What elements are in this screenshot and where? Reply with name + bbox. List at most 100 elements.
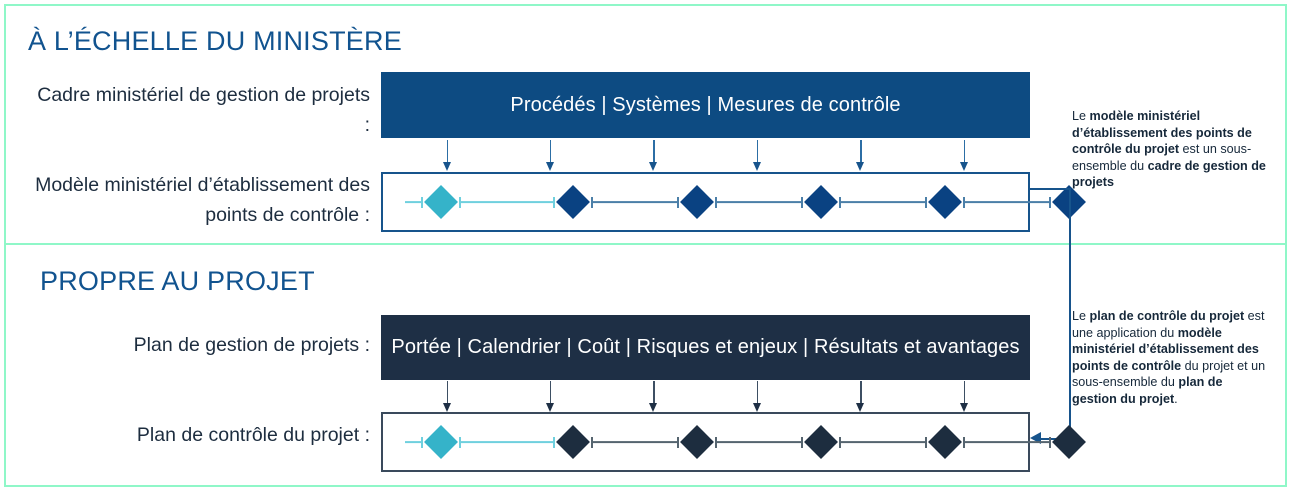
milestone-diamond-teal [424, 425, 458, 459]
milestone-diamond-navy [556, 425, 590, 459]
milestone-diamond-blue [928, 185, 962, 219]
down-arrow-icon [856, 381, 865, 412]
arrow-head [959, 403, 968, 412]
connector-line [963, 201, 1051, 203]
arrow-head [856, 162, 865, 171]
milestone-box-bottom [381, 412, 1086, 472]
milestone-track-bottom [383, 414, 1086, 470]
elbow-segment-top [1030, 188, 1071, 190]
arrow-shaft [446, 381, 449, 405]
section-divider [6, 243, 1285, 245]
connector-cap-right [553, 436, 555, 448]
arrow-shaft [653, 140, 655, 164]
arrow-head [649, 162, 658, 171]
connector-line [839, 201, 927, 203]
connector-cap-right [925, 436, 927, 448]
connector-cap-right [925, 196, 927, 208]
arrow-head [752, 162, 761, 171]
arrow-head [442, 403, 451, 412]
note-segment-3: cadre de gestion de projets [1072, 158, 1266, 190]
milestone-diamond-navy [804, 425, 838, 459]
note-segment-1: plan de contrôle du projet [1089, 309, 1245, 323]
connector-cap-left [459, 436, 461, 448]
arrow-head [442, 162, 451, 171]
note-segment-2: est une application du [1072, 309, 1265, 340]
arrow-shaft [549, 381, 552, 405]
arrow-head [545, 162, 554, 171]
milestone-connector [591, 196, 679, 208]
connector-cap-left [963, 196, 965, 208]
annotation-note-top: Le modèle ministériel d’établissement de… [1072, 108, 1268, 191]
arrow-head [856, 403, 865, 412]
milestone-diamond-navy [680, 425, 714, 459]
note-segment-1: modèle ministériel d’établissement des p… [1072, 109, 1252, 157]
elbow-connector [1030, 188, 1076, 444]
connector-cap-right [677, 196, 679, 208]
arrow-row-bottom [381, 381, 1030, 414]
connector-cap-right [421, 196, 423, 208]
banner-cadre-ministeriel: Procédés | Systèmes | Mesures de contrôl… [381, 72, 1030, 138]
milestone-diamond-blue [804, 185, 838, 219]
arrow-shaft [860, 140, 862, 164]
connector-cap-right [1049, 196, 1051, 208]
connector-line [405, 201, 423, 203]
milestone-connector [459, 436, 555, 448]
milestone-diamond-teal [424, 185, 458, 219]
connector-line [591, 441, 679, 443]
milestone-connector [839, 436, 927, 448]
arrow-head [959, 162, 968, 171]
milestone-diamond-blue [680, 185, 714, 219]
annotation-note-bottom: Le plan de contrôle du projet est une ap… [1072, 308, 1268, 408]
section-title-departmental: À L’ÉCHELLE DU MINISTÈRE [28, 26, 402, 56]
connector-cap-right [801, 196, 803, 208]
milestone-connector [839, 196, 927, 208]
arrow-shaft [860, 381, 862, 405]
down-arrow-icon [442, 140, 452, 171]
connector-cap-right [801, 436, 803, 448]
connector-cap-left [963, 436, 965, 448]
connector-line [715, 201, 803, 203]
connector-cap-left [591, 196, 593, 208]
connector-cap-right [677, 436, 679, 448]
connector-cap-left [459, 196, 461, 208]
note-segment-0: Le [1072, 309, 1090, 323]
down-arrow-icon [442, 381, 452, 412]
connector-line [591, 201, 679, 203]
milestone-connector [459, 196, 555, 208]
note-segment-2: est un sous-ensemble du [1072, 142, 1252, 173]
down-arrow-icon [752, 140, 762, 171]
arrow-shaft [756, 140, 759, 164]
milestone-connector [405, 196, 423, 208]
down-arrow-icon [856, 140, 865, 171]
note-segment-0: Le [1072, 109, 1090, 123]
connector-line [839, 441, 927, 443]
connector-line [459, 201, 555, 203]
note-segment-6: . [1174, 391, 1178, 406]
connector-line [405, 441, 423, 443]
elbow-segment-vertical [1069, 188, 1071, 440]
milestone-track-top [383, 174, 1086, 230]
milestone-connector [963, 436, 1051, 448]
connector-cap-right [421, 436, 423, 448]
milestone-connector [715, 196, 803, 208]
note-segment-4: du projet et un sous-ensemble du [1072, 358, 1266, 390]
down-arrow-icon [545, 140, 555, 171]
connector-cap-right [1049, 436, 1051, 448]
connector-line [715, 441, 803, 443]
banner-plan-gestion: Portée | Calendrier | Coût | Risques et … [381, 315, 1030, 380]
arrow-shaft [549, 140, 552, 164]
banner-text-bottom: Portée | Calendrier | Coût | Risques et … [391, 336, 1020, 358]
arrow-head [545, 403, 554, 412]
label-plan-gestion: Plan de gestion de projets : [133, 334, 370, 356]
label-modele-ministeriel: Modèle ministériel d’établissement des p… [35, 174, 370, 226]
connector-cap-right [553, 196, 555, 208]
arrow-row-top [381, 140, 1030, 173]
connector-cap-left [715, 436, 717, 448]
arrow-shaft [963, 381, 966, 405]
down-arrow-icon [649, 381, 658, 412]
milestone-box-top [381, 172, 1086, 232]
connector-cap-left [839, 196, 841, 208]
arrow-head [752, 403, 761, 412]
connector-cap-left [715, 196, 717, 208]
